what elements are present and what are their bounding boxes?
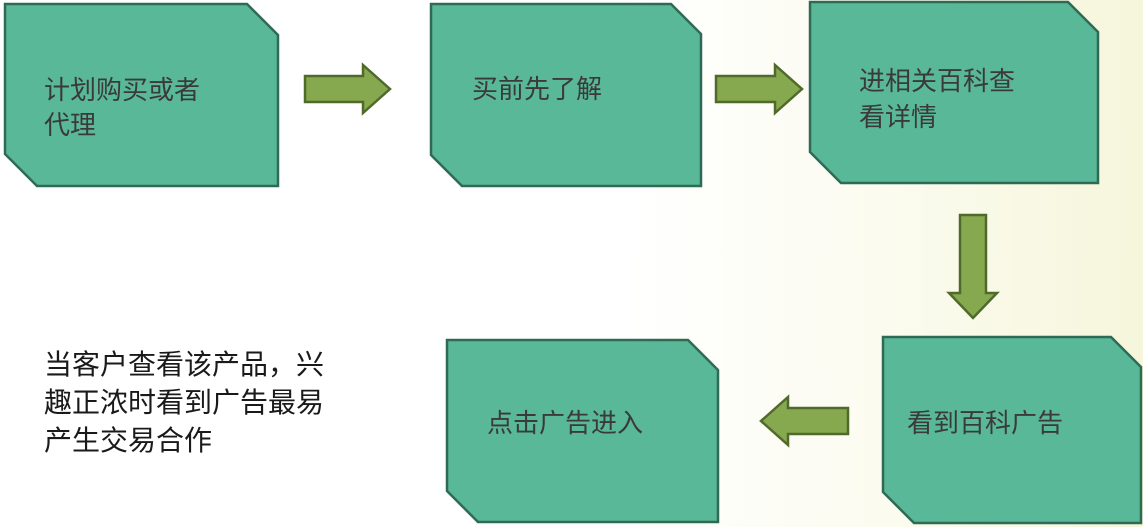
step-box-learn-before-buying: 买前先了解 xyxy=(429,2,703,188)
arrow-right-icon xyxy=(714,62,804,116)
step-label-line: 点击广告进入 xyxy=(487,409,643,439)
step-label-line: 买前先了解 xyxy=(472,75,602,105)
step-label-line: 看到百科广告 xyxy=(907,409,1063,439)
note-line: 产生交易合作 xyxy=(44,424,213,457)
step-label-line: 进相关百科查 xyxy=(859,67,1015,97)
step-box-plan-purchase: 计划购买或者 代理 xyxy=(3,2,280,188)
note-line: 当客户查看该产品，兴 xyxy=(44,348,325,381)
step-box-click-ad: 点击广告进入 xyxy=(445,338,720,524)
arrow-down-icon xyxy=(946,213,1000,320)
step-box-shape xyxy=(3,2,280,188)
note-line: 趣正浓时看到广告最易 xyxy=(44,386,325,419)
step-box-shape xyxy=(881,335,1143,525)
step-label-line: 看详情 xyxy=(859,103,937,133)
step-label-line: 计划购买或者 xyxy=(44,76,200,106)
step-box-shape xyxy=(445,338,720,524)
arrow-right-icon xyxy=(303,62,392,116)
step-label-line: 代理 xyxy=(44,111,96,141)
step-box-shape xyxy=(808,0,1100,185)
arrow-left-icon xyxy=(759,394,850,448)
note-text: 当客户查看该产品，兴 趣正浓时看到广告最易 产生交易合作 xyxy=(44,346,374,460)
step-box-see-encyclopedia-ad: 看到百科广告 xyxy=(881,335,1143,525)
step-box-check-encyclopedia: 进相关百科查 看详情 xyxy=(808,0,1100,185)
step-box-shape xyxy=(429,2,703,188)
